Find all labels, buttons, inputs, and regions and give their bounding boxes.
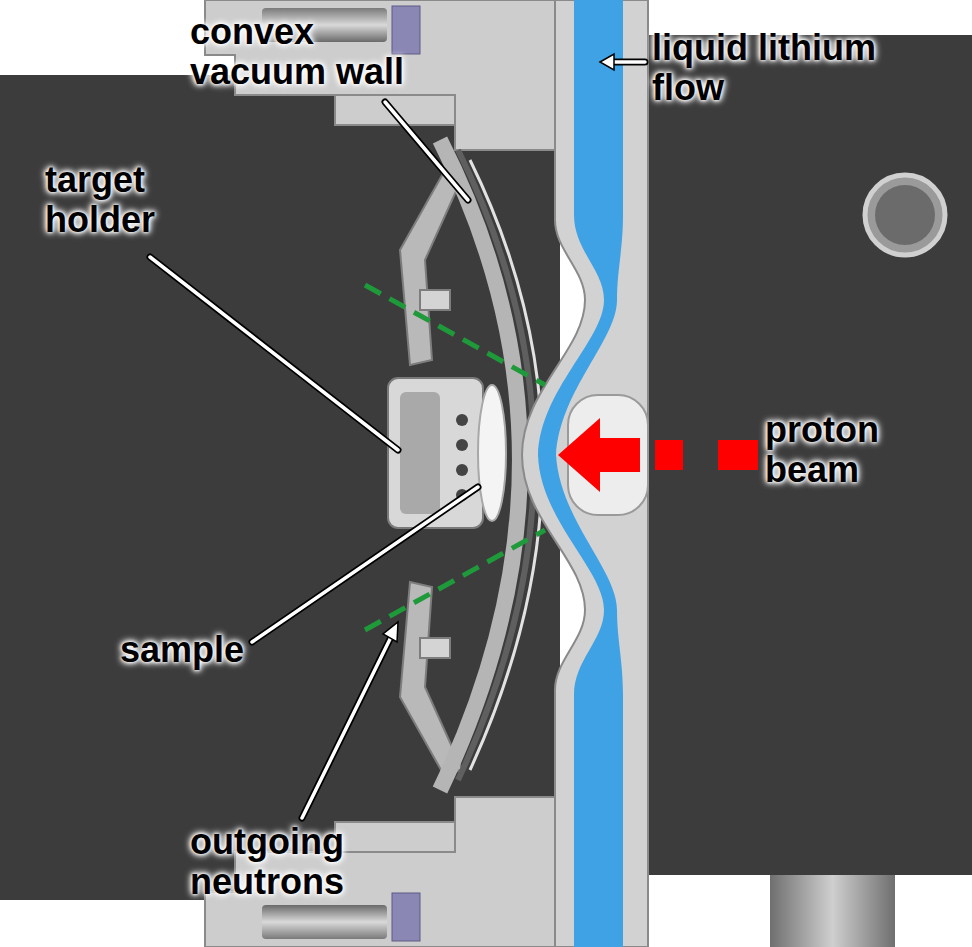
housing-ground: [0, 75, 560, 900]
part-label: sample: [120, 630, 260, 670]
target-holder: [388, 378, 483, 528]
leader-arrowhead: [600, 54, 614, 70]
port-hole: [875, 185, 935, 245]
part-label: outgoing neutrons: [190, 822, 370, 903]
sample-disc: [478, 385, 506, 521]
neutron-cone: [365, 285, 545, 630]
proton-beam-arrow: [558, 418, 758, 492]
part-label: liquid lithium flow: [652, 28, 897, 109]
leader-arrowhead: [383, 622, 398, 642]
lithium-casing: [522, 0, 648, 947]
part-label: convex vacuum wall: [190, 12, 425, 93]
housing-ground: [620, 35, 972, 875]
pipe: [770, 875, 895, 947]
part-label: proton beam: [765, 410, 915, 491]
leader-lines: [150, 62, 645, 818]
port-hole: [865, 175, 945, 255]
part-label: target holder: [45, 160, 180, 241]
